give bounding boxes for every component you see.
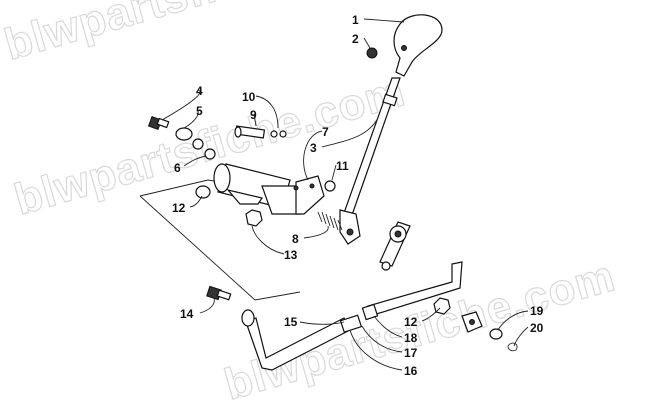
callout-3: 3 [310, 141, 317, 155]
bolt-14 [206, 285, 232, 301]
callout-15: 15 [284, 315, 298, 329]
callout-9: 9 [250, 108, 257, 122]
clip-20 [507, 342, 518, 352]
callout-16: 16 [404, 364, 418, 378]
callout-13: 13 [284, 248, 298, 262]
adjuster-18 [361, 303, 379, 321]
callout-2: 2 [352, 32, 359, 46]
callout-12b: 12 [404, 315, 418, 329]
callout-19: 19 [530, 304, 544, 318]
link-arm [379, 221, 411, 271]
nut-11 [324, 180, 336, 192]
spring-8 [317, 211, 343, 231]
callout-18: 18 [404, 331, 418, 345]
callout-1: 1 [352, 13, 359, 27]
shift-knob [393, 14, 443, 77]
watermark-row-3: blwpartsfiche.com [219, 251, 620, 406]
adjuster-16 [339, 314, 363, 333]
callout-12a: 12 [172, 201, 186, 215]
washer-12a [195, 185, 211, 199]
nut-13 [245, 209, 263, 227]
washer-19 [489, 328, 503, 340]
callout-10: 10 [242, 90, 256, 104]
callout-4: 4 [196, 84, 203, 98]
leader-lines [161, 18, 529, 371]
screw-2 [366, 47, 378, 59]
shift-lever [339, 77, 401, 245]
callout-8: 8 [292, 232, 299, 246]
callout-7: 7 [322, 125, 329, 139]
callout-20: 20 [530, 321, 544, 335]
pin-9 [234, 125, 266, 139]
washer-5 [175, 127, 193, 141]
callouts: 1 2 3 4 5 6 7 8 9 10 11 12 12 13 14 15 1… [172, 13, 544, 378]
washer-10b [279, 130, 287, 138]
callout-5: 5 [196, 104, 203, 118]
o-ring-6a [192, 138, 204, 150]
callout-6: 6 [174, 161, 181, 175]
o-ring-6b [204, 148, 216, 160]
callout-14: 14 [180, 307, 194, 321]
bolt-4 [147, 115, 170, 131]
callout-17: 17 [404, 346, 418, 360]
callout-11: 11 [336, 159, 349, 173]
watermark-row-1: blwpartsfiche.com [0, 0, 400, 70]
shift-arm [213, 163, 325, 215]
washer-10a [270, 130, 278, 138]
